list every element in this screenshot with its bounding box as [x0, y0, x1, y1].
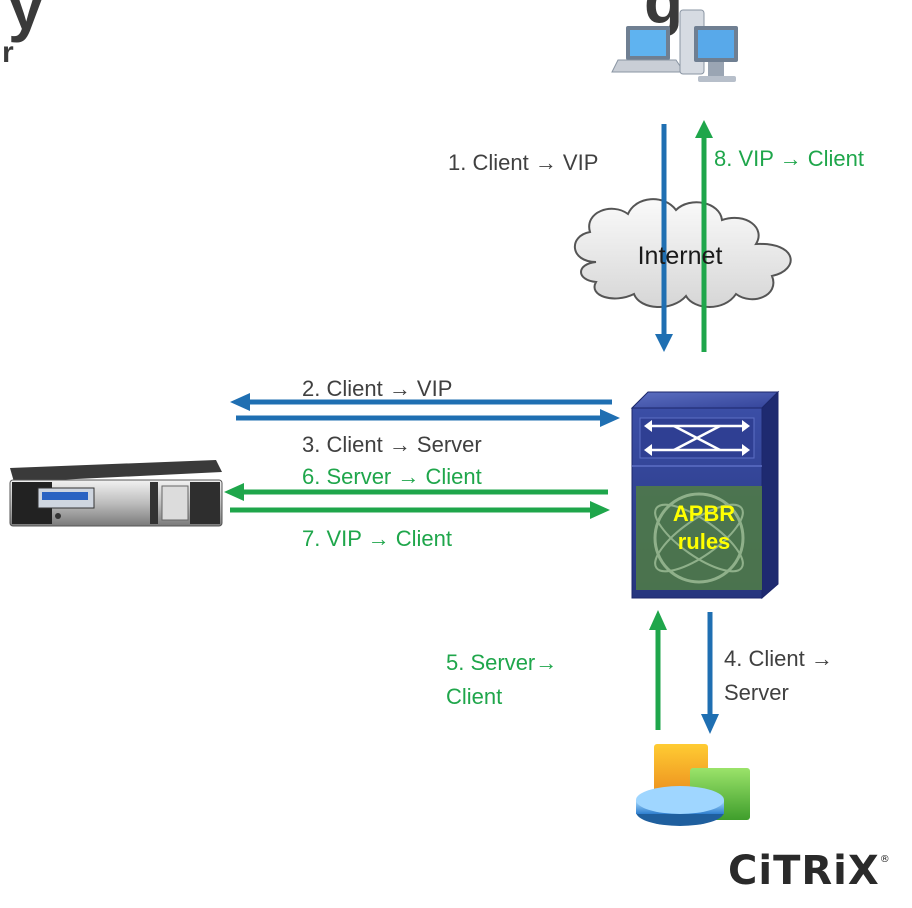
label-client-to-vip-2: 2. Client → VIP — [302, 376, 453, 401]
label-vip-to-client-7: 7. VIP → Client — [302, 526, 452, 551]
label-client-to-server-4-line2: Server — [724, 680, 789, 705]
citrix-logo-text: CiTRiX — [728, 848, 880, 894]
arrowhead-5 — [649, 610, 667, 630]
arrowhead-2 — [230, 393, 250, 411]
label-client-to-vip-1: 1. Client → VIP — [448, 150, 599, 175]
internet-cloud-icon — [573, 198, 792, 309]
arrowhead-3 — [600, 409, 620, 427]
server-application-icon — [636, 744, 750, 826]
arrowhead-7 — [590, 501, 610, 519]
title-fragment-small: r — [2, 36, 14, 69]
citrix-registered-mark: ® — [879, 854, 891, 865]
label-server-to-client-6: 6. Server → Client — [302, 464, 482, 489]
label-client-to-server-3: 3. Client → Server — [302, 432, 482, 457]
arrowhead-4 — [701, 714, 719, 734]
client-computers-icon — [611, 9, 738, 82]
apbr-line-2: rules — [677, 529, 731, 554]
label-server-to-client-5-line1: 5. Server→ — [446, 650, 558, 675]
label-internet: Internet — [637, 242, 723, 270]
title-fragment-large: y — [8, 0, 44, 43]
apbr-line-1: APBR — [672, 501, 736, 526]
label-server-to-client-5-line2: Client — [446, 684, 503, 709]
arrowhead-8 — [695, 120, 713, 138]
citrix-logo: CiTRiX® — [728, 848, 891, 894]
arrowhead-6 — [224, 483, 244, 501]
label-vip-to-client-8: 8. VIP → Client — [714, 146, 864, 171]
label-client-to-server-4-line1: 4. Client → — [724, 646, 833, 671]
apbr-rules-label: APBR rules — [654, 500, 754, 556]
network-switch-icon — [630, 390, 780, 600]
netscaler-appliance-icon — [9, 460, 223, 527]
arrowhead-1 — [655, 334, 673, 352]
